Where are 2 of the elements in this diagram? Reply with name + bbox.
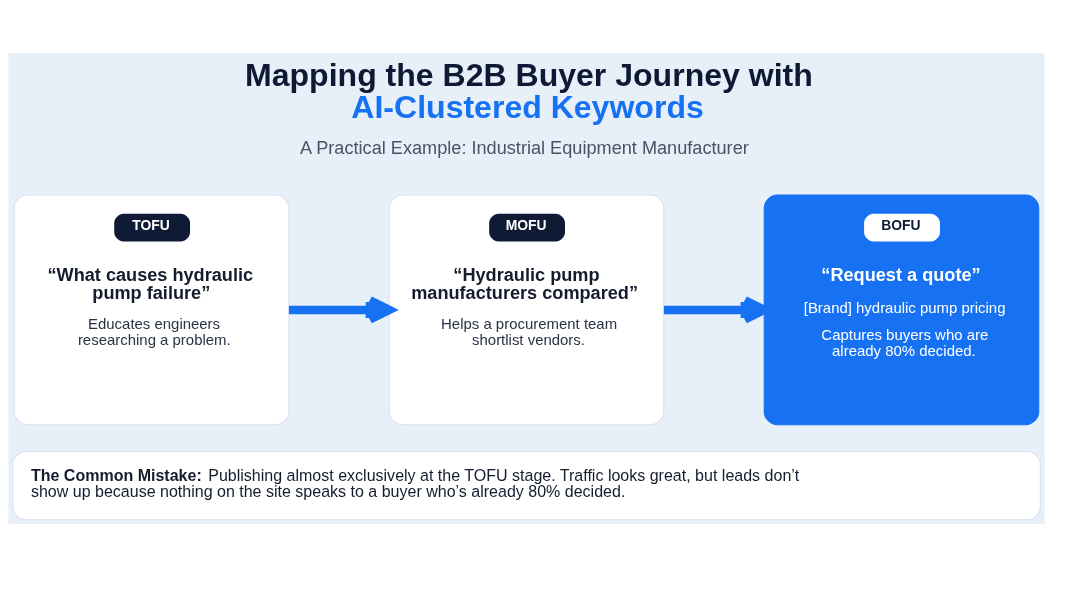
label: A Practical Example: Industrial Equipment Manufacturer: [300, 137, 749, 158]
diagram-title: Mapping the B2B Buyer Journey with AI-Clustered Keywords: [245, 56, 813, 125]
